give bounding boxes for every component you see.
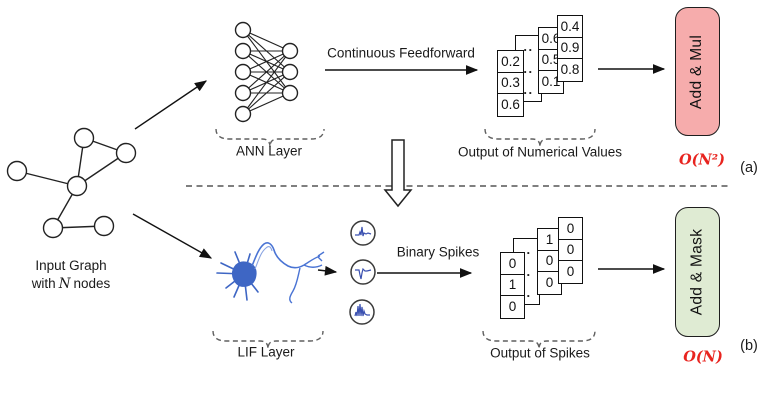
matrix-cell: 0.1 bbox=[541, 74, 561, 90]
matrix-cell: 0.3 bbox=[498, 73, 523, 94]
matrix-cell: .. bbox=[521, 263, 532, 279]
add-mask-box: Add & Mask bbox=[675, 207, 720, 337]
lif-layer-label: LIF Layer bbox=[237, 344, 295, 360]
output-spikes-label: Output of Spikes bbox=[490, 345, 590, 361]
subfigure-tag-a: (a) bbox=[740, 160, 758, 176]
brace-lif-layer bbox=[212, 330, 324, 350]
value-column-front: 0.2 0.3 0.6 bbox=[497, 50, 524, 117]
output-values-label: Output of Numerical Values bbox=[457, 144, 623, 160]
matrix-cell: 0 bbox=[559, 218, 582, 240]
matrix-cell: .. bbox=[523, 60, 534, 76]
complexity-b: O(N) bbox=[683, 348, 723, 366]
arrow-neuron-to-spikes bbox=[317, 265, 338, 276]
brace-output-spikes bbox=[482, 330, 596, 350]
n-variable: N bbox=[58, 276, 71, 292]
ann-layer-label: ANN Layer bbox=[235, 143, 303, 159]
matrix-cell: 0.4 bbox=[558, 16, 582, 38]
matrix-cell: 0.2 bbox=[498, 51, 523, 73]
neuron-icon bbox=[216, 242, 325, 304]
down-arrow-icon bbox=[383, 139, 413, 208]
spike-waveform-icon bbox=[355, 226, 372, 237]
input-graph-label-line1: Input Graph bbox=[35, 258, 107, 273]
spike-circle-2 bbox=[350, 259, 376, 285]
matrix-cell: 0 bbox=[566, 264, 575, 280]
spike-column-mid: 1 0 0 bbox=[537, 228, 562, 295]
arrow-graph-to-ann bbox=[134, 80, 208, 130]
brace-output-values bbox=[484, 128, 596, 148]
matrix-cell: 0 bbox=[559, 240, 582, 261]
matrix-cell: .. bbox=[523, 82, 534, 98]
matrix-cell: 0.9 bbox=[558, 38, 582, 59]
input-graph bbox=[6, 127, 137, 239]
spike-column-front: 0 1 0 bbox=[500, 252, 525, 319]
matrix-cell: 0.8 bbox=[560, 62, 580, 78]
flow-arrows bbox=[132, 64, 666, 278]
matrix-cell: 0.5 bbox=[539, 50, 563, 71]
brace-ann-layer bbox=[215, 128, 325, 148]
subfigure-tag-b: (b) bbox=[740, 338, 758, 354]
value-column-back: 0.4 0.9 0.8 bbox=[557, 15, 583, 82]
arrow-graph-to-lif bbox=[132, 213, 213, 259]
matrix-cell: .. bbox=[521, 285, 532, 301]
spike-waveform-icon bbox=[355, 267, 372, 280]
matrix-cell: 0.6 bbox=[539, 28, 563, 50]
matrix-cell: .. bbox=[523, 39, 534, 55]
continuous-feedforward-label: Continuous Feedforward bbox=[327, 45, 475, 61]
matrix-cell: 0 bbox=[538, 251, 561, 272]
matrix-cell: 0 bbox=[545, 275, 554, 291]
add-mask-label: Add & Mask bbox=[688, 228, 706, 316]
ann-neuron-node bbox=[234, 21, 299, 123]
spike-column-back: 0 0 0 bbox=[558, 217, 583, 284]
complexity-a: O(N²) bbox=[679, 151, 725, 169]
add-mul-box: Add & Mul bbox=[675, 7, 720, 136]
graph-node bbox=[6, 127, 137, 239]
matrix-cell: 1 bbox=[501, 275, 524, 296]
ann-network-diagram bbox=[234, 21, 299, 123]
binary-spikes-label: Binary Spikes bbox=[396, 244, 480, 260]
matrix-cell: 0 bbox=[501, 253, 524, 275]
spike-waveform-icon bbox=[354, 303, 370, 317]
matrix-cell: .. bbox=[521, 242, 532, 258]
spike-train-icons bbox=[349, 220, 376, 325]
matrix-cell: 1 bbox=[538, 229, 561, 251]
matrix-cell: 0.6 bbox=[501, 97, 520, 113]
matrix-cell: 0 bbox=[508, 299, 517, 315]
add-mul-label: Add & Mul bbox=[688, 34, 706, 109]
